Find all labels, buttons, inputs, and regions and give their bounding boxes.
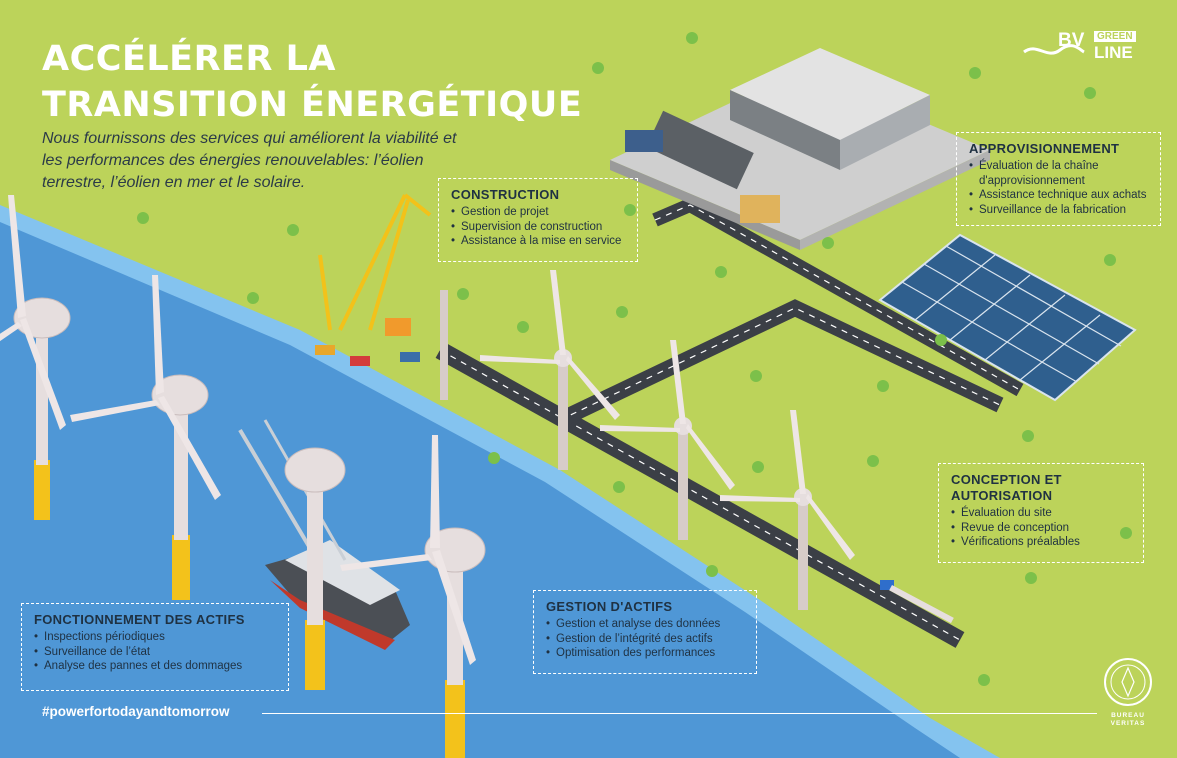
factory-illustration — [610, 48, 990, 250]
seal-line-2: VERITAS — [1110, 720, 1146, 727]
conception-title-line-2: AUTORISATION — [951, 488, 1053, 503]
list-item: Gestion de projet — [451, 205, 627, 220]
construction-box: CONSTRUCTION Gestion de projet Supervisi… — [438, 178, 638, 262]
onshore-wind-turbines — [440, 270, 855, 610]
list-item: Assistance à la mise en service — [451, 234, 627, 249]
title-line-1: ACCÉLÉRER LA — [42, 39, 336, 79]
list-item: Évaluation de la chaîne d'approvisionnem… — [969, 159, 1150, 188]
logo-bv: BV — [1058, 30, 1085, 51]
construction-title: CONSTRUCTION — [451, 187, 560, 202]
gestion-actifs-list: Gestion et analyse des données Gestion d… — [546, 617, 746, 661]
list-item: Analyse des pannes et des dommages — [34, 659, 278, 674]
fonctionnement-list: Inspections périodiques Surveillance de … — [34, 630, 278, 674]
list-item: Optimisation des performances — [546, 646, 746, 661]
cargo-containers — [315, 318, 420, 366]
hashtag-divider — [262, 713, 1097, 714]
fonctionnement-title: FONCTIONNEMENT DES ACTIFS — [34, 612, 245, 627]
list-item: Supervision de construction — [451, 220, 627, 235]
construction-crane — [318, 193, 432, 331]
page-subtitle: Nous fournissons des services qui amélio… — [42, 130, 457, 191]
seal-text: BUREAU VERITAS — [1098, 712, 1158, 728]
bv-green-line-logo: BV GREEN LINE — [1022, 30, 1154, 66]
conception-list: Évaluation du site Revue de conception V… — [951, 506, 1133, 550]
hashtag: #powerfortodayandtomorrow — [42, 704, 230, 719]
approvisionnement-title: APPROVISIONNEMENT — [969, 141, 1120, 156]
bureau-veritas-seal-icon — [1104, 658, 1152, 706]
list-item: Inspections périodiques — [34, 630, 278, 645]
blade-truck — [880, 580, 954, 624]
list-item: Assistance technique aux achats — [969, 188, 1150, 203]
logo-green: GREEN — [1094, 31, 1136, 42]
fonctionnement-box: FONCTIONNEMENT DES ACTIFS Inspections pé… — [21, 603, 289, 691]
offshore-wind-turbines — [0, 195, 486, 758]
solar-farm — [878, 233, 1137, 402]
list-item: Vérifications préalables — [951, 535, 1133, 550]
conception-title-line-1: CONCEPTION ET — [951, 472, 1062, 487]
conception-title: CONCEPTION ET AUTORISATION — [951, 472, 1133, 504]
construction-list: Gestion de projet Supervision de constru… — [451, 205, 627, 249]
gestion-actifs-title: GESTION D'ACTIFS — [546, 599, 673, 614]
conception-box: CONCEPTION ET AUTORISATION Évaluation du… — [938, 463, 1144, 563]
approvisionnement-box: APPROVISIONNEMENT Évaluation de la chaîn… — [956, 132, 1161, 226]
title-line-2: TRANSITION ÉNERGÉTIQUE — [42, 85, 583, 125]
list-item: Gestion et analyse des données — [546, 617, 746, 632]
gestion-actifs-box: GESTION D'ACTIFS Gestion et analyse des … — [533, 590, 757, 674]
approvisionnement-list: Évaluation de la chaîne d'approvisionnem… — [969, 159, 1150, 217]
list-item: Gestion de l’intégrité des actifs — [546, 632, 746, 647]
seal-line-1: BUREAU — [1111, 712, 1145, 719]
logo-line: LINE — [1094, 43, 1133, 62]
list-item: Évaluation du site — [951, 506, 1133, 521]
list-item: Surveillance de la fabrication — [969, 203, 1150, 218]
page-title: ACCÉLÉRER LA TRANSITION ÉNERGÉTIQUE — [42, 36, 582, 128]
wave-icon — [1023, 44, 1085, 55]
trees — [137, 32, 1132, 686]
list-item: Surveillance de l’état — [34, 645, 278, 660]
list-item: Revue de conception — [951, 521, 1133, 536]
road-network — [435, 197, 1024, 648]
